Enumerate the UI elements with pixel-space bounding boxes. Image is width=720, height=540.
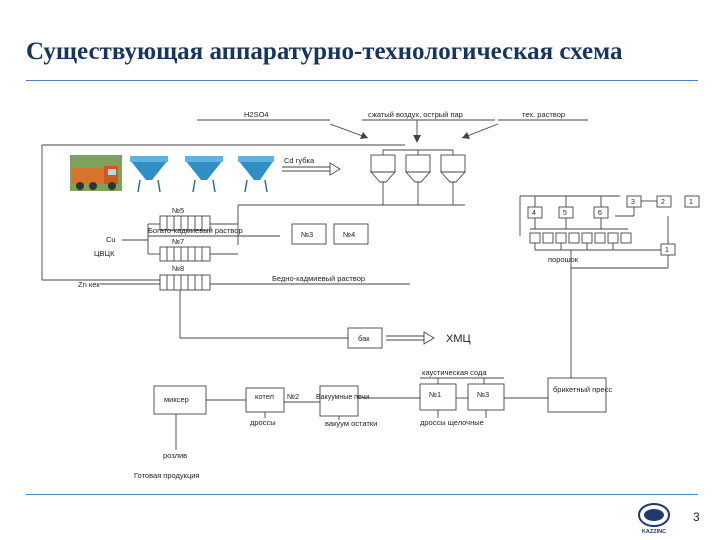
kazzinc-logo: KAZZINC bbox=[638, 503, 670, 535]
vessel-3-label: №3 bbox=[301, 230, 313, 239]
tech-arrowhead bbox=[462, 132, 470, 139]
vacuum-residue-label: вакуум остатки bbox=[325, 419, 377, 428]
tank-7-label: №7 bbox=[172, 237, 184, 246]
tank-7 bbox=[159, 246, 211, 262]
tank-8 bbox=[159, 274, 211, 291]
vacuum-furnace-box bbox=[319, 385, 359, 417]
reactor bbox=[439, 154, 467, 205]
svg-text:KAZZINC: KAZZINC bbox=[642, 529, 666, 535]
vessel-3 bbox=[291, 223, 327, 245]
hopper-icon bbox=[185, 156, 223, 193]
mixer-label: миксер bbox=[164, 395, 189, 404]
finished-product-label: Готовая продукция bbox=[134, 471, 200, 480]
dump-truck-icon bbox=[70, 155, 122, 191]
page-number: 3 bbox=[693, 510, 700, 524]
pouring-label: розлив bbox=[163, 451, 187, 460]
slide-title: Существующая аппаратурно-технологическая… bbox=[26, 38, 623, 65]
vessel-4-label: №4 bbox=[343, 230, 355, 239]
cd-sponge-label: Cd губка bbox=[284, 156, 315, 165]
rich-solution-label: Богато-кадмиевый раствор bbox=[148, 226, 243, 235]
filter-4-label: 4 bbox=[532, 210, 536, 217]
filter-1 bbox=[684, 195, 700, 208]
filter-1-label: 1 bbox=[689, 199, 693, 206]
briquette-press-box bbox=[547, 377, 607, 413]
bak-box bbox=[347, 327, 383, 349]
alkaline-dross-label: дроссы щелочные bbox=[420, 418, 484, 427]
h2so4-arrowhead bbox=[360, 132, 368, 139]
compressed-air-label: сжатый воздух, острый пар bbox=[368, 110, 463, 119]
kettle-1-label: №1 bbox=[429, 390, 441, 399]
title-divider bbox=[26, 80, 698, 81]
kettle-1-box bbox=[419, 383, 457, 411]
dross-label: дроссы bbox=[250, 418, 276, 427]
powder-bin bbox=[607, 232, 619, 244]
powder-bin bbox=[581, 232, 593, 244]
bak-label: бак bbox=[358, 334, 370, 343]
cu-label: Cu bbox=[106, 235, 116, 244]
hmc-label: ХМЦ bbox=[446, 333, 471, 345]
filter-3-label: 3 bbox=[631, 199, 635, 206]
h2so4-label: H2SO4 bbox=[244, 110, 269, 119]
filter-2-label: 2 bbox=[661, 199, 665, 206]
cvck-label: ЦВЦК bbox=[94, 249, 115, 258]
powder-bin bbox=[594, 232, 606, 244]
vessel-4 bbox=[333, 223, 369, 245]
powder-bin bbox=[620, 232, 632, 244]
hmc-arrowhead bbox=[423, 331, 435, 345]
boiler-box bbox=[245, 387, 285, 413]
filter-5-label: 5 bbox=[563, 210, 567, 217]
caustic-soda-label: каустическая сода bbox=[422, 368, 487, 377]
hopper-icon bbox=[130, 156, 168, 193]
zn-cake-label: Zn кек bbox=[78, 280, 100, 289]
air-arrowhead bbox=[413, 135, 421, 143]
tech-solution-label: тех. раствор bbox=[522, 110, 565, 119]
reactor bbox=[404, 154, 432, 205]
kettle-3-box bbox=[467, 383, 505, 411]
tank-5-label: №5 bbox=[172, 206, 184, 215]
filter-6-label: 6 bbox=[598, 210, 602, 217]
briquette-press-label: брикетный пресс bbox=[553, 385, 612, 394]
footer-divider bbox=[26, 494, 698, 495]
mixer-box bbox=[153, 385, 207, 415]
reactor bbox=[369, 154, 397, 205]
boiler-number-label: №2 bbox=[287, 392, 299, 401]
powder-bin bbox=[555, 232, 567, 244]
vacuum-furnace-label: Вакуумные печи bbox=[316, 394, 369, 401]
boiler-label: котел bbox=[255, 392, 274, 401]
powder-bin bbox=[529, 232, 541, 244]
powder-bin bbox=[542, 232, 554, 244]
hopper-icon bbox=[238, 156, 274, 193]
poor-solution-label: Бедно-кадмиевый раствор bbox=[272, 274, 365, 283]
kettle-3-label: №3 bbox=[477, 390, 489, 399]
filter-1b-label: 1 bbox=[665, 247, 669, 254]
tank-5 bbox=[159, 215, 211, 231]
powder-bin bbox=[568, 232, 580, 244]
powder-label: порошок bbox=[548, 255, 579, 264]
cd-arrowhead bbox=[329, 162, 341, 176]
tank-8-label: №8 bbox=[172, 264, 184, 273]
filter-2 bbox=[656, 195, 672, 208]
